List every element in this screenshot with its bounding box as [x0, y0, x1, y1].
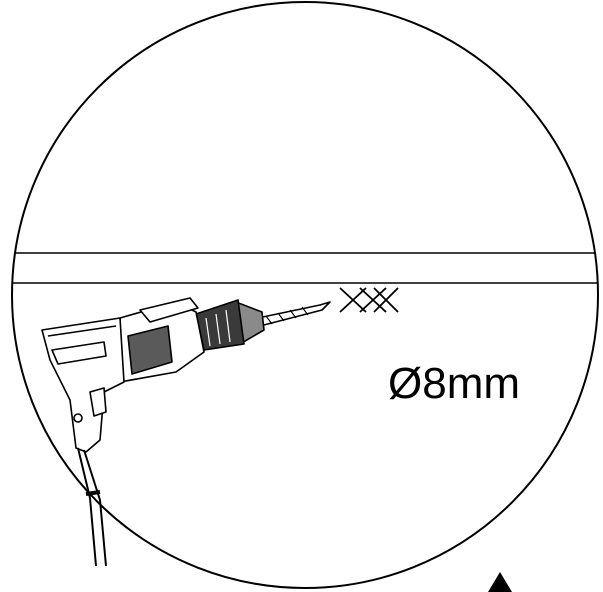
drill-bit-size-label: Ø8mm — [388, 359, 520, 408]
drill-mark-icon — [339, 287, 399, 313]
arrow-up-icon — [488, 572, 512, 592]
circle-frame — [11, 1, 599, 589]
wall-edge — [12, 252, 598, 284]
drill-icon — [41, 297, 331, 567]
